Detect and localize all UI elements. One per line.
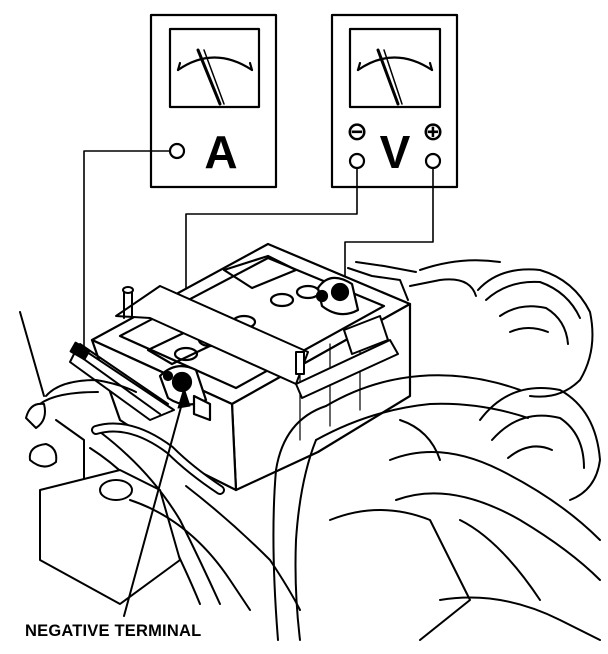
- ammeter-terminal: [168, 142, 186, 160]
- callout-leader-line: [123, 395, 185, 617]
- engine-bay-left: [19, 311, 301, 611]
- voltmeter-letter: V: [380, 126, 411, 178]
- ammeter-scale: [176, 56, 254, 72]
- engine-bay-right: [272, 259, 601, 641]
- negative-cable: [69, 341, 221, 605]
- voltmeter-needle: [376, 48, 400, 106]
- ammeter-lead: [83, 150, 171, 353]
- positive-terminal: [315, 261, 417, 316]
- hold-down-bracket: [115, 285, 399, 399]
- voltmeter-positive-terminal: [424, 152, 442, 170]
- callout-arrowhead: [177, 387, 191, 409]
- ammeter-dial-window: [168, 27, 261, 109]
- voltmeter-negative-sign: ⊖: [346, 117, 368, 147]
- ammeter-case: [149, 13, 278, 189]
- ammeter: A: [149, 13, 278, 189]
- voltmeter-positive-sign: ⊕: [422, 117, 444, 147]
- cell-cap: [173, 346, 199, 362]
- ammeter-letter: A: [204, 126, 237, 178]
- voltmeter-negative-terminal: [348, 152, 366, 170]
- voltmeter: ⊖ ⊕ V: [330, 13, 459, 189]
- negative-terminal: [158, 365, 212, 422]
- voltmeter-positive-lead: [344, 167, 434, 283]
- ammeter-needle: [196, 48, 222, 106]
- voltmeter-dial-window: [348, 27, 442, 109]
- cell-cap: [269, 292, 295, 308]
- negative-terminal-label: NEGATIVE TERMINAL: [25, 622, 202, 640]
- negative-terminal-callout: [123, 387, 191, 617]
- voltmeter-scale: [356, 56, 434, 72]
